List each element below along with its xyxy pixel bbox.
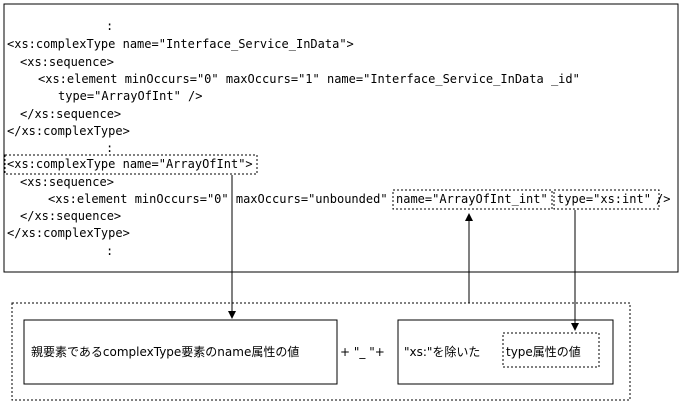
code-name-attribute: name="ArrayOfInt_int": [396, 192, 548, 206]
code-ellipsis-1: :: [106, 19, 113, 33]
code-complextype-close-2: </xs:complexType>: [7, 226, 130, 240]
highlight-name-attribute: [392, 189, 553, 210]
code-panel: [3, 3, 679, 273]
explanation-container: [11, 302, 631, 401]
type-attr-dotted-box: [502, 332, 600, 368]
code-element-interface-id-type: type="ArrayOfInt" />: [58, 89, 203, 103]
code-complextype-arrayofint-open: <xs:complexType name="ArrayOfInt">: [7, 157, 253, 171]
highlight-complextype-name: [4, 154, 258, 175]
concat-underscore-label: + "_ "+: [340, 345, 385, 359]
parent-name-label: 親要素であるcomplexType要素のname属性の値: [31, 344, 299, 359]
code-element-interface-id: <xs:element minOccurs="0" maxOccurs="1" …: [38, 72, 580, 86]
code-ellipsis-2: :: [106, 141, 113, 155]
type-attr-label: type属性の値: [506, 344, 581, 359]
code-sequence-open-2: <xs:sequence>: [20, 175, 114, 189]
code-sequence-close-2: </xs:sequence>: [20, 209, 121, 223]
code-element-close: />: [656, 192, 670, 206]
code-complextype-close-1: </xs:complexType>: [7, 124, 130, 138]
strip-xs-prefix-label: "xs:"を除いた: [404, 344, 480, 359]
code-complextype-interface-open: <xs:complexType name="Interface_Service_…: [7, 37, 354, 51]
code-element-arrayofint: <xs:element minOccurs="0" maxOccurs="unb…: [48, 192, 388, 206]
type-value-box: [397, 319, 614, 385]
parent-name-box: [23, 319, 338, 385]
code-ellipsis-3: :: [106, 244, 113, 258]
code-sequence-close-1: </xs:sequence>: [20, 107, 121, 121]
code-sequence-open-1: <xs:sequence>: [20, 55, 114, 69]
code-type-attribute: type="xs:int": [557, 192, 651, 206]
highlight-type-attribute: [553, 189, 660, 210]
